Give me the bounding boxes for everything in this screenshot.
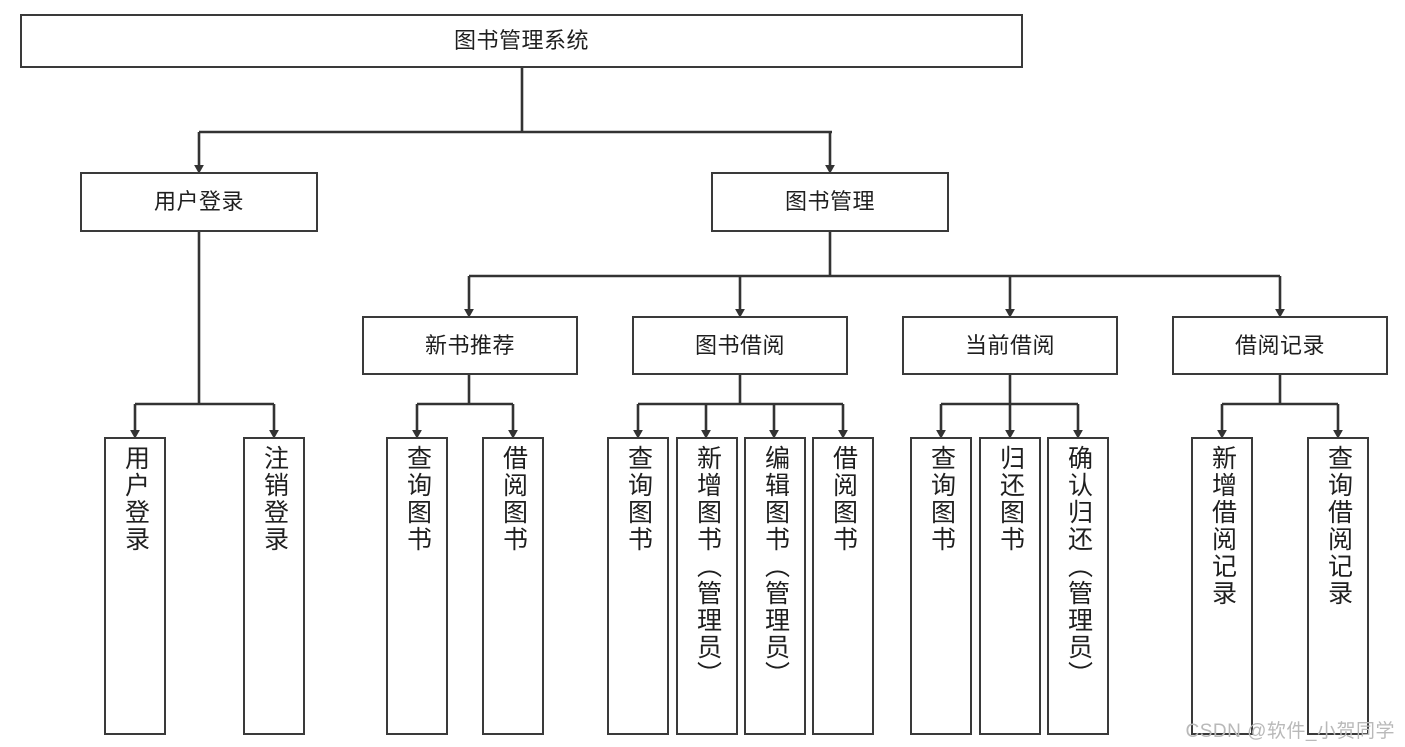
leaf-book-borrow-4-label: 借阅图书: [829, 445, 858, 553]
node-user-login-label: 用户登录: [153, 189, 244, 215]
node-new-book-recommend-label: 新书推荐: [424, 332, 515, 358]
leaf-current-borrow-1-label: 查询图书: [927, 445, 956, 553]
node-current-borrow-label: 当前借阅: [964, 332, 1055, 358]
leaf-book-borrow-4[interactable]: 借阅图书: [812, 437, 874, 735]
leaf-borrow-record-1-label: 新增借阅记录: [1208, 445, 1237, 607]
node-root-label: 图书管理系统: [453, 28, 589, 54]
leaf-borrow-record-2-label: 查询借阅记录: [1324, 445, 1353, 607]
leaf-current-borrow-2[interactable]: 归还图书: [979, 437, 1041, 735]
node-current-borrow[interactable]: 当前借阅: [902, 316, 1118, 375]
node-book-manage[interactable]: 图书管理: [711, 172, 949, 232]
leaf-book-borrow-1-label: 查询图书: [624, 445, 653, 553]
node-user-login[interactable]: 用户登录: [80, 172, 318, 232]
leaf-user-login-2[interactable]: 注销登录: [243, 437, 305, 735]
leaf-borrow-record-2[interactable]: 查询借阅记录: [1307, 437, 1369, 735]
leaf-borrow-record-1[interactable]: 新增借阅记录: [1191, 437, 1253, 735]
leaf-user-login-1[interactable]: 用户登录: [104, 437, 166, 735]
leaf-book-borrow-3[interactable]: 编辑图书（管理员）: [744, 437, 806, 735]
leaf-book-borrow-2[interactable]: 新增图书（管理员）: [676, 437, 738, 735]
leaf-new-book-2-label: 借阅图书: [499, 445, 528, 553]
leaf-current-borrow-3[interactable]: 确认归还（管理员）: [1047, 437, 1109, 735]
node-book-borrow[interactable]: 图书借阅: [632, 316, 848, 375]
node-book-borrow-label: 图书借阅: [694, 332, 785, 358]
node-new-book-recommend[interactable]: 新书推荐: [362, 316, 578, 375]
leaf-current-borrow-3-label: 确认归还（管理员）: [1064, 445, 1093, 688]
leaf-current-borrow-2-label: 归还图书: [996, 445, 1025, 553]
leaf-new-book-2[interactable]: 借阅图书: [482, 437, 544, 735]
node-book-manage-label: 图书管理: [784, 189, 875, 215]
node-borrow-record-label: 借阅记录: [1234, 332, 1325, 358]
leaf-book-borrow-3-label: 编辑图书（管理员）: [761, 445, 790, 688]
node-root[interactable]: 图书管理系统: [20, 14, 1023, 68]
watermark: CSDN @软件_小贺同学: [1185, 721, 1395, 742]
leaf-user-login-2-label: 注销登录: [260, 445, 289, 553]
leaf-current-borrow-1[interactable]: 查询图书: [910, 437, 972, 735]
leaf-new-book-1-label: 查询图书: [403, 445, 432, 553]
leaf-book-borrow-2-label: 新增图书（管理员）: [693, 445, 722, 688]
leaf-user-login-1-label: 用户登录: [121, 445, 150, 553]
leaf-book-borrow-1[interactable]: 查询图书: [607, 437, 669, 735]
leaf-new-book-1[interactable]: 查询图书: [386, 437, 448, 735]
node-borrow-record[interactable]: 借阅记录: [1172, 316, 1388, 375]
